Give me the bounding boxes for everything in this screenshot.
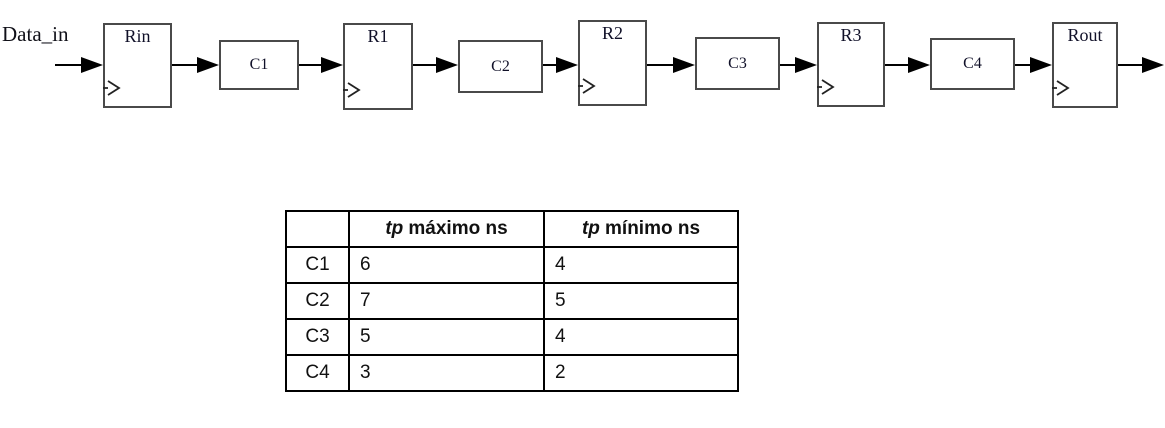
c3-tp-min: 4 xyxy=(543,318,739,356)
arrow-shaft xyxy=(299,64,325,66)
table-row: C1 6 4 xyxy=(285,246,739,284)
arrow-c3-to-r3 xyxy=(780,57,817,73)
arrow-r3-to-c4 xyxy=(885,57,930,73)
arrow-shaft xyxy=(1015,64,1034,66)
arrow-c4-to-rout xyxy=(1015,57,1052,73)
logic-block-c1: C1 xyxy=(219,40,299,90)
arrow-c2-to-r2 xyxy=(543,57,578,73)
table-row: C3 5 4 xyxy=(285,318,739,356)
c2-tp-max: 7 xyxy=(348,282,545,320)
tp-min-header-text: mínimo ns xyxy=(605,218,701,239)
arrow-c1-to-r1 xyxy=(299,57,343,73)
clock-input-icon xyxy=(1052,80,1070,96)
register-r1: R1 xyxy=(343,23,413,110)
register-rout: Rout xyxy=(1052,22,1118,108)
c2-tp-min: 5 xyxy=(543,282,739,320)
clock-input-icon xyxy=(343,82,361,98)
arrow-shaft xyxy=(413,64,440,66)
pipeline-diagram: Data_in Rin R1 R2 R3 Rout xyxy=(0,0,1165,140)
logic-block-label: C2 xyxy=(491,57,510,75)
logic-block-label: C3 xyxy=(728,54,747,72)
register-r3: R3 xyxy=(817,22,885,107)
clock-input-icon xyxy=(103,80,121,96)
arrow-shaft xyxy=(1118,64,1146,66)
logic-block-c2: C2 xyxy=(458,40,543,93)
arrowhead-icon xyxy=(197,57,219,73)
logic-block-label: C4 xyxy=(963,55,982,72)
register-label: Rout xyxy=(1067,25,1103,45)
data-in-label: Data_in xyxy=(2,22,69,46)
clock-input-icon xyxy=(817,79,835,95)
tp-max-header-text: máximo ns xyxy=(408,218,508,239)
output-arrow xyxy=(1118,57,1164,73)
register-label: R1 xyxy=(367,26,389,46)
arrowhead-icon xyxy=(321,57,343,73)
corner-header-cell xyxy=(285,210,350,248)
arrowhead-icon xyxy=(556,57,578,73)
arrow-r2-to-c3 xyxy=(647,57,695,73)
register-label: R2 xyxy=(601,23,623,43)
row-label-c2: C2 xyxy=(285,282,350,320)
logic-block-c3: C3 xyxy=(695,37,780,90)
table-row: C2 7 5 xyxy=(285,282,739,320)
arrowhead-icon xyxy=(1030,57,1052,73)
arrow-r1-to-c2 xyxy=(413,57,458,73)
logic-block-label: C1 xyxy=(249,56,269,73)
register-r2: R2 xyxy=(578,20,647,106)
c1-tp-min: 4 xyxy=(543,246,739,284)
arrow-shaft xyxy=(172,64,201,66)
tp-symbol: tp xyxy=(581,218,600,239)
arrowhead-icon xyxy=(673,57,695,73)
arrow-rin-to-c1 xyxy=(172,57,219,73)
arrow-shaft xyxy=(543,64,560,66)
c1-tp-max: 6 xyxy=(348,246,545,284)
arrow-shaft xyxy=(780,64,799,66)
arrowhead-icon xyxy=(1142,57,1164,73)
row-label-c3: C3 xyxy=(285,318,350,356)
c4-tp-min: 2 xyxy=(543,354,739,392)
table-row: C4 3 2 xyxy=(285,354,739,392)
row-label-c4: C4 xyxy=(285,354,350,392)
arrow-shaft xyxy=(55,64,85,66)
c3-tp-max: 5 xyxy=(348,318,545,356)
register-label: Rin xyxy=(124,26,151,46)
c4-tp-max: 3 xyxy=(348,354,545,392)
arrowhead-icon xyxy=(795,57,817,73)
register-label: R3 xyxy=(840,25,862,45)
logic-block-c4: C4 xyxy=(930,38,1015,90)
input-arrow xyxy=(55,57,103,73)
clock-input-icon xyxy=(578,78,596,94)
register-rin: Rin xyxy=(103,23,172,108)
arrow-shaft xyxy=(885,64,912,66)
arrow-shaft xyxy=(647,64,677,66)
arrowhead-icon xyxy=(908,57,930,73)
arrowhead-icon xyxy=(81,57,103,73)
tp-symbol: tp xyxy=(385,218,404,239)
arrowhead-icon xyxy=(436,57,458,73)
row-label-c1: C1 xyxy=(285,246,350,284)
